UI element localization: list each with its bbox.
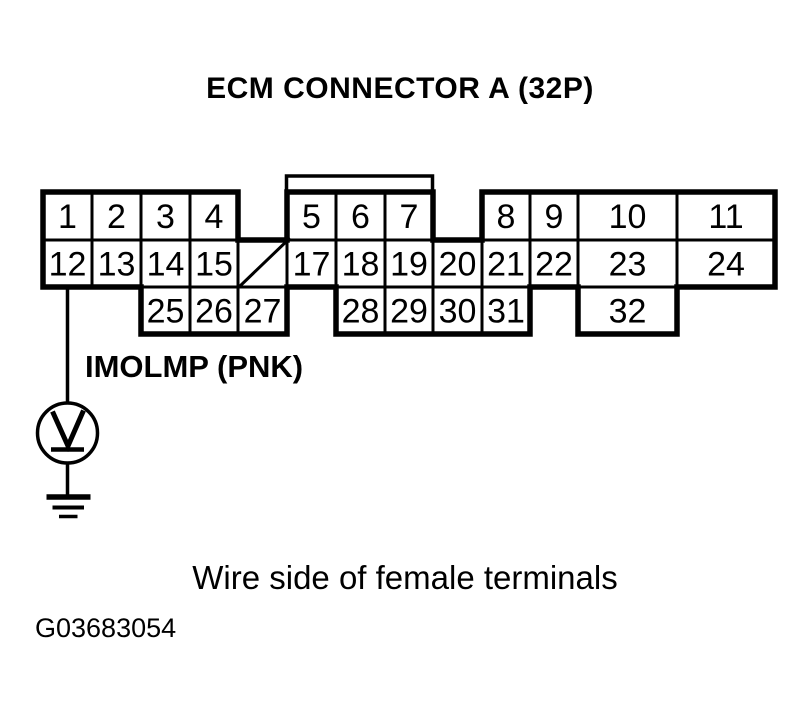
pin-number-24: 24	[707, 246, 745, 284]
caption: Wire side of female terminals	[192, 559, 617, 596]
voltmeter-v-glyph	[50, 409, 86, 453]
pin-number-19: 19	[390, 246, 428, 284]
pin-number-18: 18	[342, 246, 380, 284]
pin-number-1: 1	[58, 198, 77, 236]
pin-number-5: 5	[302, 198, 321, 236]
pin-number-10: 10	[609, 198, 647, 236]
pin-number-15: 15	[195, 246, 233, 284]
pin-number-6: 6	[351, 198, 370, 236]
pin-cell-28	[334, 285, 387, 336]
pin-number-8: 8	[497, 198, 516, 236]
pin-number-32: 32	[609, 293, 647, 331]
pin-number-20: 20	[439, 246, 477, 284]
pin-cell-19	[383, 238, 435, 289]
pin-cell-22	[528, 238, 580, 289]
pin-number-11: 11	[708, 198, 743, 236]
pin-cell-3	[139, 190, 192, 242]
pin-number-3: 3	[156, 198, 175, 236]
pin-number-27: 27	[244, 293, 282, 331]
pin-number-25: 25	[147, 293, 185, 331]
pin-number-4: 4	[205, 198, 224, 236]
pin-number-9: 9	[545, 198, 564, 236]
unused-pin-slash-icon	[237, 236, 292, 289]
pin-number-12: 12	[49, 246, 87, 284]
pin-number-7: 7	[400, 198, 419, 236]
voltmeter-icon	[35, 401, 100, 465]
pin-number-28: 28	[342, 293, 380, 331]
pin-number-30: 30	[439, 293, 477, 331]
pin-cell-15	[188, 238, 240, 289]
pin-number-13: 13	[98, 246, 136, 284]
connector-outline	[40, 189, 778, 337]
pin-number-26: 26	[195, 293, 233, 331]
pin-number-21: 21	[487, 246, 525, 284]
pin-number-14: 14	[147, 246, 185, 284]
pin-cell-14	[139, 238, 192, 289]
pin-cell-27	[236, 285, 289, 336]
wire-from-pin-12: IMOLMP (PNK)	[35, 288, 303, 519]
wire-label: IMOLMP (PNK)	[85, 349, 303, 384]
page-title: ECM CONNECTOR A (32P)	[206, 72, 594, 105]
pin-number-2: 2	[107, 198, 126, 236]
ground-icon	[46, 494, 91, 519]
voltmeter-circle	[35, 401, 100, 465]
pin-cell-24	[675, 238, 777, 289]
pin-number-22: 22	[535, 246, 573, 284]
pin-number-29: 29	[390, 293, 428, 331]
pin-number-31: 31	[487, 293, 525, 331]
pin-number-17: 17	[293, 246, 331, 284]
pin-number-23: 23	[609, 246, 647, 284]
figure-id: G03683054	[35, 613, 176, 643]
